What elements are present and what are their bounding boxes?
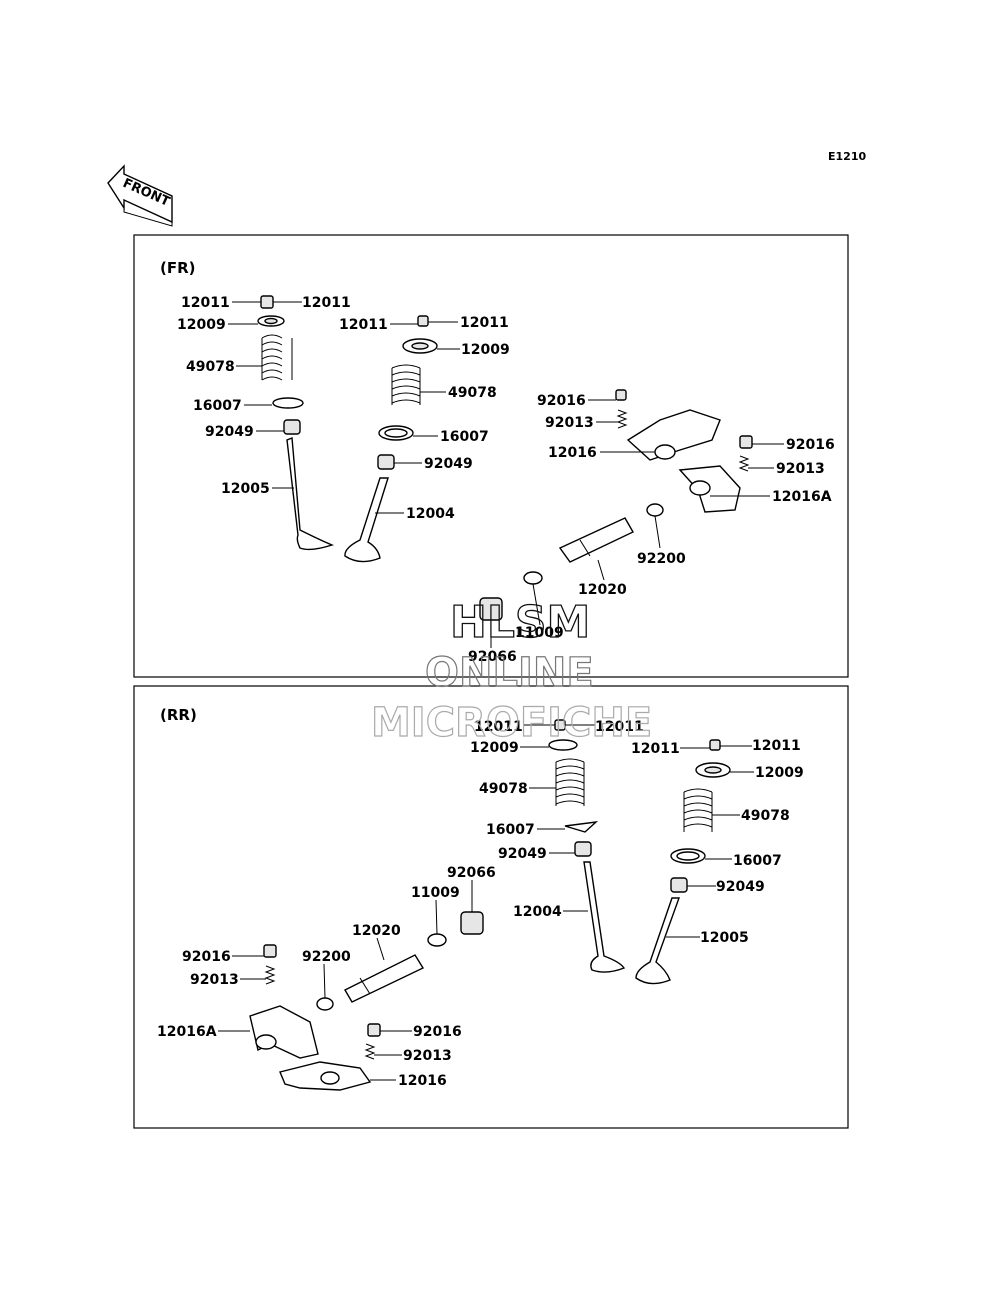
rr-label-92049-a: 92049 <box>498 846 547 862</box>
fr-label-92049-b: 92049 <box>424 456 473 472</box>
fr-valve-assembly-mid <box>344 315 438 563</box>
rr-label-92013-b: 92013 <box>403 1048 452 1064</box>
fr-label-92200: 92200 <box>637 551 686 567</box>
front-arrow-icon: FRONT <box>107 164 173 227</box>
fr-label-12011-a: 12011 <box>181 295 230 311</box>
fr-label-92016-a: 92016 <box>537 393 586 409</box>
fr-label-12016: 12016 <box>548 445 597 461</box>
rr-label-49078-a: 49078 <box>479 781 528 797</box>
rr-label-92066: 92066 <box>447 865 496 881</box>
rr-label-92200: 92200 <box>302 949 351 965</box>
rr-label-49078-b: 49078 <box>741 808 790 824</box>
watermark: HLSM ONLINE MICROFICHE <box>370 596 652 746</box>
fr-leader-lines <box>228 301 784 648</box>
fr-label-12011-d: 12011 <box>460 315 509 331</box>
fr-label-16007-a: 16007 <box>193 398 242 414</box>
watermark-line1: HLSM <box>450 597 590 648</box>
rr-section-frame <box>133 685 849 1129</box>
fr-label-92013-b: 92013 <box>776 461 825 477</box>
rr-label-92013-a: 92013 <box>190 972 239 988</box>
rr-label-16007-b: 16007 <box>733 853 782 869</box>
rr-label-12011-d: 12011 <box>752 738 801 754</box>
fr-label-12009-a: 12009 <box>177 317 226 333</box>
fr-label-92066: 92066 <box>468 649 517 665</box>
rr-label-11009: 11009 <box>411 885 460 901</box>
fr-label-12009-b: 12009 <box>461 342 510 358</box>
rr-label-92016-a: 92016 <box>182 949 231 965</box>
fr-rocker-assembly <box>479 389 753 621</box>
rr-label-12004: 12004 <box>513 904 562 920</box>
fr-label-12020: 12020 <box>578 582 627 598</box>
rr-leader-lines <box>218 724 754 1081</box>
fr-valve-assembly-left <box>257 295 335 551</box>
rr-section-title: (RR) <box>160 706 197 724</box>
fr-label-12005: 12005 <box>221 481 270 497</box>
rr-label-12009-b: 12009 <box>755 765 804 781</box>
fr-label-12004: 12004 <box>406 506 455 522</box>
rr-rocker-assembly <box>249 911 484 1091</box>
fr-label-92049-a: 92049 <box>205 424 254 440</box>
rr-label-12011-b: 12011 <box>595 719 644 735</box>
watermark-line3: MICROFICHE <box>371 700 652 746</box>
rr-label-12005: 12005 <box>700 930 749 946</box>
fr-label-49078-a: 49078 <box>186 359 235 375</box>
rr-label-16007-a: 16007 <box>486 822 535 838</box>
fr-label-12011-b: 12011 <box>302 295 351 311</box>
fr-label-12011-c: 12011 <box>339 317 388 333</box>
rr-label-12011-a: 12011 <box>474 719 523 735</box>
rr-label-12020: 12020 <box>352 923 401 939</box>
fr-label-92013-a: 92013 <box>545 415 594 431</box>
rr-valve-assembly-left <box>548 719 626 973</box>
diagram-code: E1210 <box>828 150 866 163</box>
fr-label-12016A: 12016A <box>772 489 832 505</box>
fr-section-frame <box>133 234 849 678</box>
fr-label-49078-b: 49078 <box>448 385 497 401</box>
rr-label-12009-a: 12009 <box>470 740 519 756</box>
rr-label-12016A: 12016A <box>157 1024 217 1040</box>
fr-section-title: (FR) <box>160 259 196 277</box>
watermark-line2: ONLINE <box>425 650 594 696</box>
fr-label-92016-b: 92016 <box>786 437 835 453</box>
fr-label-11009: 11009 <box>515 625 564 641</box>
fr-label-16007-b: 16007 <box>440 429 489 445</box>
rr-label-92016-b: 92016 <box>413 1024 462 1040</box>
rr-label-92049-b: 92049 <box>716 879 765 895</box>
rr-label-12016: 12016 <box>398 1073 447 1089</box>
rr-valve-assembly-right <box>635 739 731 985</box>
rr-label-12011-c: 12011 <box>631 741 680 757</box>
